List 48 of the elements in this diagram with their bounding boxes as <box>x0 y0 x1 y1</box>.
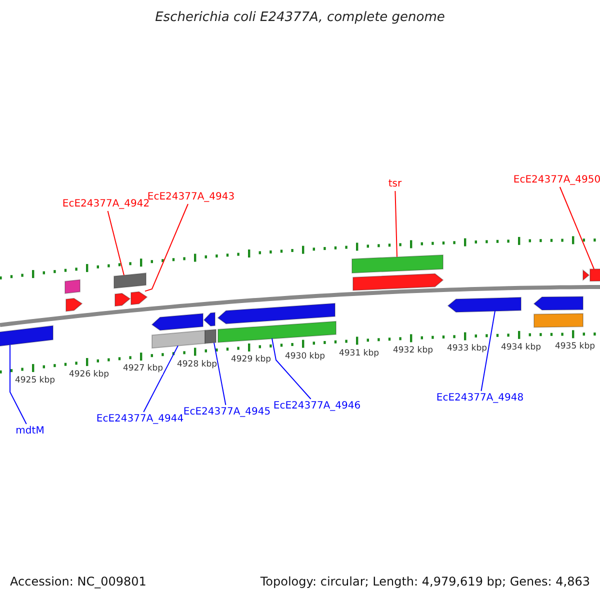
gene-label: EcE24377A_4946 <box>273 400 361 412</box>
gene-bar <box>114 272 146 289</box>
leader-line <box>144 204 188 292</box>
gene-label: EcE24377A_4950 <box>513 174 600 186</box>
leader-line <box>272 338 312 400</box>
gene-bar <box>152 330 206 349</box>
tick-label: 4929 kbp <box>230 356 272 366</box>
tick-label: 4926 kbp <box>68 370 110 380</box>
leader-line <box>559 186 594 270</box>
tick-label: 4925 kbp <box>14 376 56 386</box>
gene-feature <box>447 296 522 313</box>
gene-label: EcE24377A_4945 <box>183 406 271 418</box>
diagram-title: Escherichia coli E24377A, complete genome <box>155 10 445 26</box>
gene-label: EcE24377A_4944 <box>96 414 184 424</box>
gene-feature <box>114 292 131 307</box>
leader-line <box>107 210 124 276</box>
gene-feature <box>66 298 83 312</box>
gene-bar <box>590 268 600 282</box>
gene-bar <box>64 279 80 294</box>
gene-bar <box>534 313 584 328</box>
leader-line <box>10 344 27 424</box>
tick-label: 4928 kbp <box>176 360 218 370</box>
gene-feature <box>533 296 584 310</box>
gene-feature <box>130 291 148 306</box>
gene-feature <box>352 273 444 291</box>
tick-label: 4933 kbp <box>446 344 488 354</box>
leader-line <box>480 310 496 392</box>
gene-feature <box>582 270 590 281</box>
gene-bar <box>0 325 54 348</box>
gene-bar <box>352 254 444 274</box>
gene-label: EcE24377A_4942 <box>62 198 150 210</box>
gene-label: EcE24377A_4943 <box>147 192 235 202</box>
accession-text: Accession: NC_009801 <box>10 575 146 589</box>
tick-label: 4932 kbp <box>392 346 434 356</box>
leader-line <box>394 190 398 258</box>
tick-label: 4935 kbp <box>554 342 596 352</box>
tick-label: 4931 kbp <box>338 348 380 358</box>
leader-line <box>214 342 226 406</box>
gene-label: mdtM <box>16 426 44 436</box>
tick-label: 4934 kbp <box>500 343 542 353</box>
tick-label: 4927 kbp <box>122 364 164 374</box>
tick-label: 4930 kbp <box>284 352 326 362</box>
leader-line <box>143 345 178 412</box>
gene-label: EcE24377A_4948 <box>436 392 524 404</box>
gene-bar <box>218 320 336 343</box>
gene-label: tsr <box>388 178 402 190</box>
gene-bar <box>204 328 216 344</box>
genome-info-text: Topology: circular; Length: 4,979,619 bp; Genes: 4,863 <box>260 575 590 589</box>
